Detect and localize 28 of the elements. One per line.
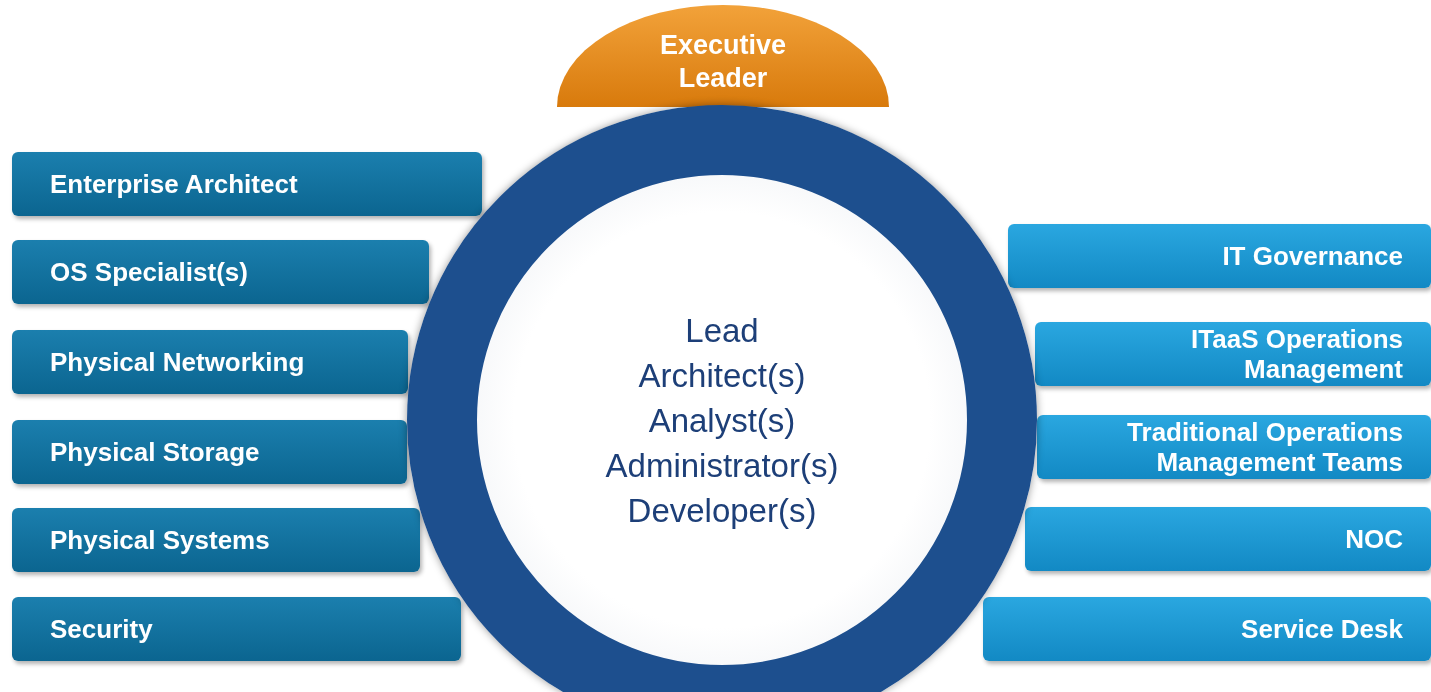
role-text: Architect(s)	[638, 355, 806, 396]
role-bar	[12, 508, 420, 572]
role-bar	[1008, 224, 1431, 288]
role-label: ITaaS Operations Management	[1190, 324, 1404, 384]
role-bar	[12, 152, 482, 216]
role-label: Traditional Operations Management Teams	[1126, 417, 1404, 477]
role-label: Executive Leader	[658, 29, 788, 95]
role-bar	[12, 420, 407, 484]
role-bar	[1025, 507, 1431, 571]
role-bar	[12, 597, 461, 661]
role-label: NOC	[1345, 524, 1404, 554]
role-bar	[12, 330, 408, 394]
role-label: Service Desk	[1241, 614, 1404, 644]
role-text: Analyst(s)	[648, 400, 796, 441]
role-bar	[12, 240, 429, 304]
role-text: Developer(s)	[627, 490, 817, 531]
role-label: Physical Networking	[49, 347, 305, 377]
role-bar	[1037, 415, 1431, 479]
role-label: IT Governance	[1222, 241, 1404, 271]
role-label: Security	[49, 614, 153, 644]
role-label: Physical Storage	[49, 437, 260, 467]
role-text: Administrator(s)	[605, 445, 839, 486]
role-label: Physical Systems	[49, 525, 270, 555]
role-bar	[1035, 322, 1431, 386]
role-label: OS Specialist(s)	[49, 257, 248, 287]
role-bar	[983, 597, 1431, 661]
role-label: Enterprise Architect	[49, 169, 298, 199]
role-text: Lead	[685, 310, 759, 351]
